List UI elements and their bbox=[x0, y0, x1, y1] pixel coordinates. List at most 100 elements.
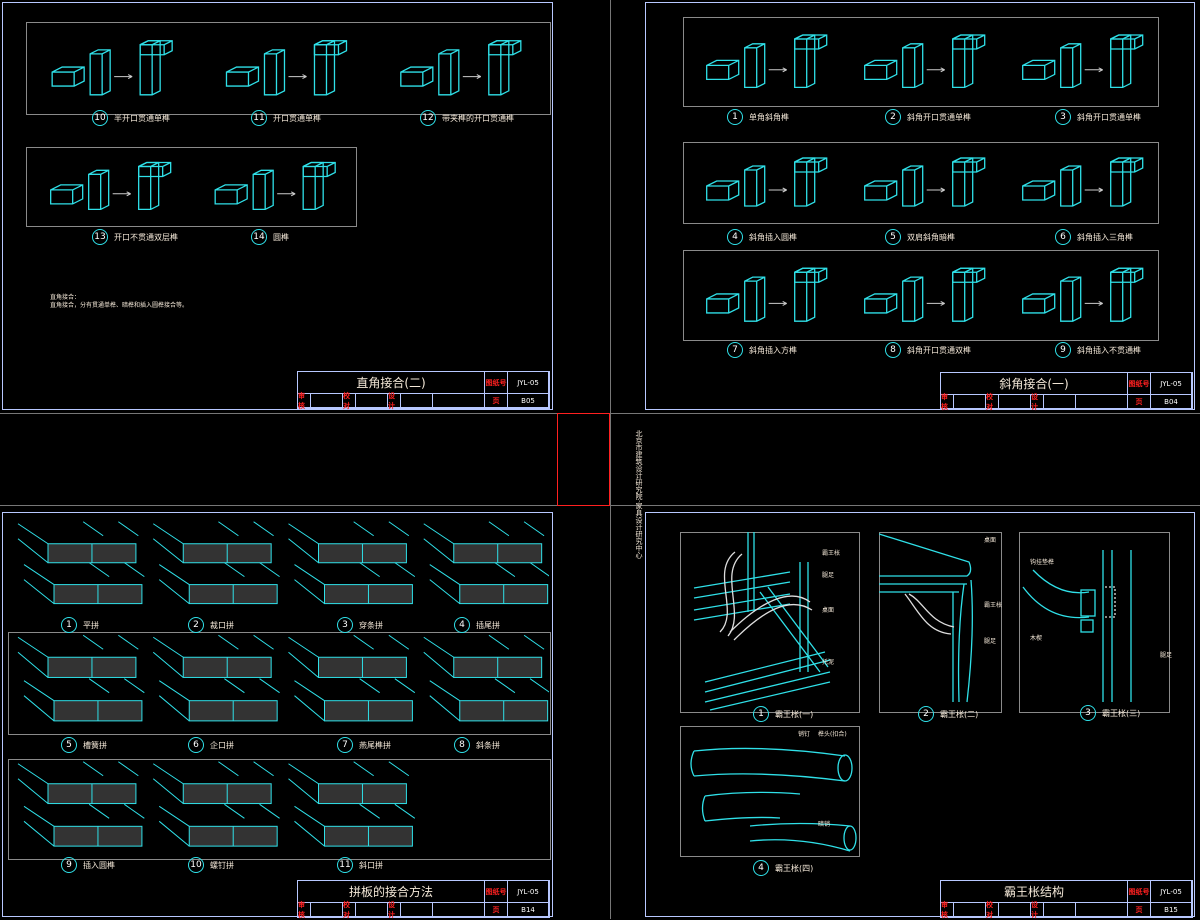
joint-part bbox=[438, 49, 460, 96]
figure-number: 8 bbox=[454, 737, 470, 753]
figure-number: 12 bbox=[420, 110, 436, 126]
callout-label: 腿足 bbox=[984, 638, 997, 645]
checker-label: 校对 bbox=[986, 901, 999, 919]
board-section bbox=[158, 803, 280, 847]
sheet-right-angle-joints[interactable] bbox=[2, 2, 553, 410]
joint-part bbox=[902, 43, 924, 89]
figure-frame bbox=[680, 726, 860, 857]
joint-part bbox=[225, 66, 260, 87]
board-section bbox=[288, 521, 410, 564]
figure-caption: 燕尾榫拼 bbox=[359, 740, 391, 750]
board-section bbox=[294, 562, 416, 605]
page-number: B05 bbox=[508, 394, 549, 408]
board-section bbox=[158, 678, 280, 722]
callout-label: 销钉 bbox=[798, 731, 811, 738]
joint-drawings bbox=[51, 40, 522, 96]
arrow-icon bbox=[926, 300, 945, 306]
drawing-no: JYL-05 bbox=[1151, 373, 1192, 395]
stretcher-drawing-2 bbox=[879, 533, 973, 703]
figure-number: 3 bbox=[1055, 109, 1071, 125]
figure-frame bbox=[683, 142, 1159, 224]
note-line: 直角接合： bbox=[50, 294, 81, 301]
designer-label: 设计 bbox=[388, 392, 401, 410]
figure-number: 5 bbox=[61, 737, 77, 753]
title-block: 拼板的接合方法 图纸号 JYL-05 审核 校对 设计 页 B14 bbox=[297, 880, 550, 919]
figure-frame bbox=[683, 250, 1159, 341]
figure-frame bbox=[680, 532, 860, 713]
crosshair-line bbox=[557, 505, 610, 506]
board-drawings bbox=[17, 521, 549, 605]
joint-part bbox=[706, 59, 740, 81]
reviewer-cell bbox=[954, 395, 986, 409]
figure-caption: 霸王枨(二) bbox=[940, 709, 979, 719]
joint-part bbox=[952, 267, 986, 283]
joint-part bbox=[139, 40, 173, 56]
sheet-mitre-joints[interactable] bbox=[645, 2, 1195, 410]
figure-caption: 平拼 bbox=[83, 620, 99, 630]
figure-caption: 斜角开口贯通单榫 bbox=[907, 112, 971, 122]
figure-caption: 斜角插入方榫 bbox=[749, 345, 797, 355]
checker-label: 校对 bbox=[986, 393, 999, 411]
joint-part bbox=[51, 66, 85, 87]
figure-caption: 企口拼 bbox=[210, 740, 234, 750]
figure-caption: 圆榫 bbox=[273, 232, 289, 242]
arrow-icon bbox=[1084, 300, 1103, 306]
joint-part bbox=[952, 34, 986, 50]
stretcher-drawing-3 bbox=[1022, 550, 1132, 702]
callout-label: 榫头(扣合) bbox=[818, 731, 847, 738]
joint-part bbox=[794, 267, 828, 283]
joint-part bbox=[1022, 180, 1056, 201]
figure-caption: 裁口拼 bbox=[210, 620, 234, 630]
title-block: 直角接合(二) 图纸号 JYL-05 审核 校对 设计 页 B05 bbox=[297, 371, 550, 410]
drawing-no-label: 图纸号 bbox=[1128, 881, 1151, 903]
arrow-icon bbox=[1084, 187, 1103, 193]
sheet-stretcher-structure[interactable] bbox=[645, 512, 1195, 917]
joint-drawings bbox=[706, 34, 1144, 89]
joint-part bbox=[488, 40, 522, 56]
arrow-icon bbox=[768, 67, 787, 73]
board-section bbox=[17, 521, 139, 564]
drawing-no: JYL-05 bbox=[1151, 881, 1192, 903]
joint-part bbox=[488, 40, 510, 96]
sheet-panel-joining[interactable] bbox=[2, 512, 553, 917]
figure-number: 6 bbox=[1055, 229, 1071, 245]
figure-frame bbox=[26, 22, 551, 115]
arrow-icon bbox=[768, 300, 787, 306]
reviewer-label: 审核 bbox=[298, 901, 311, 919]
joint-part bbox=[1060, 276, 1082, 322]
joint-part bbox=[706, 293, 740, 314]
sheet-separator bbox=[610, 0, 611, 919]
board-section bbox=[288, 634, 410, 678]
callout-label: 托泥 bbox=[822, 659, 835, 666]
joint-part bbox=[952, 157, 986, 173]
blank-cell bbox=[433, 903, 485, 917]
callout-label: 腿足 bbox=[822, 572, 835, 579]
reviewer-label: 审核 bbox=[941, 393, 954, 411]
joint-part bbox=[50, 184, 84, 205]
joint-part bbox=[139, 40, 161, 96]
figure-number: 9 bbox=[61, 857, 77, 873]
sheet-title: 霸王枨结构 bbox=[941, 881, 1128, 903]
board-section bbox=[17, 634, 139, 678]
figure-caption: 开口贯通单榫 bbox=[273, 113, 321, 123]
joint-part bbox=[138, 161, 160, 211]
joint-part bbox=[1022, 59, 1056, 81]
drawing-no-label: 图纸号 bbox=[1128, 373, 1151, 395]
callout-label: 桌面 bbox=[984, 537, 997, 544]
drawing-no: JYL-05 bbox=[508, 372, 549, 394]
designer-cell bbox=[401, 903, 433, 917]
joint-part bbox=[794, 157, 828, 173]
